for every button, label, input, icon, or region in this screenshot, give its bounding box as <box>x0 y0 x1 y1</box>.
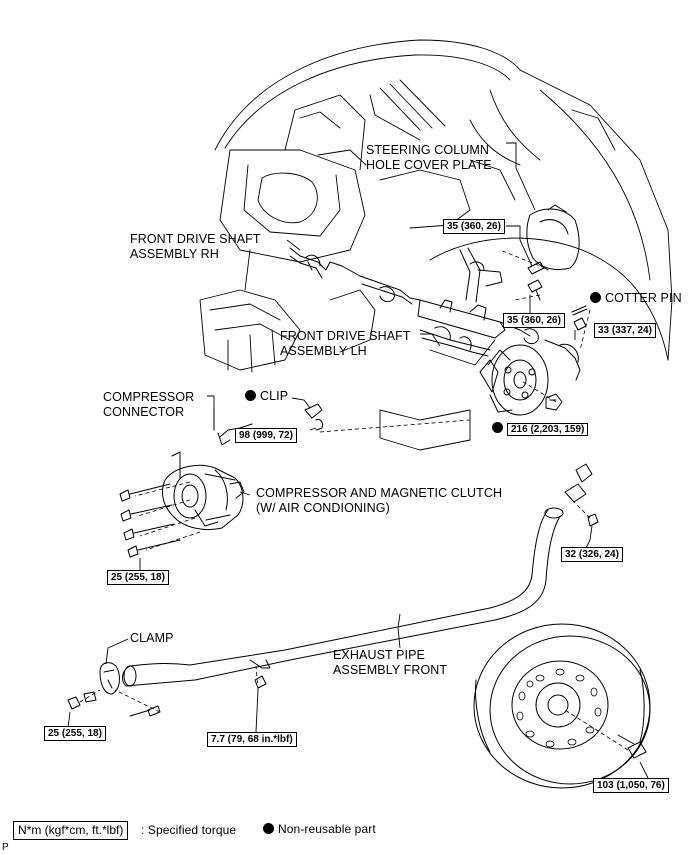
non-reusable-dot-icon <box>492 422 503 433</box>
non-reusable-dot-icon <box>263 823 274 834</box>
clamp-label: CLAMP <box>130 631 174 645</box>
cotter-pin-text: COTTER PIN <box>605 291 682 305</box>
exhaust-pipe-label: EXHAUST PIPE ASSEMBLY FRONT <box>333 648 447 678</box>
torque-tie-rod-nut: 33 (337, 24) <box>594 323 656 338</box>
compressor-connector-label-line2: CONNECTOR <box>103 405 185 419</box>
steering-cover-label: STEERING COLUMN HOLE COVER PLATE <box>366 143 492 173</box>
drive-shaft-lh-drawing <box>419 326 491 357</box>
legend-torque-box: N*m (kgf*cm, ft.*lbf) <box>13 821 129 840</box>
legend-torque-text: : Specified torque <box>141 823 237 837</box>
torque-exhaust-support: 7.7 (79, 68 in.*lbf) <box>207 732 297 747</box>
torque-clamp-bolt: 25 (255, 18) <box>44 726 106 741</box>
dashed-assembly-lines <box>79 249 629 751</box>
non-reusable-dot-icon <box>590 292 601 303</box>
legend-nonreusable: Non-reusable part <box>263 822 376 837</box>
torque-hub-nut-group: 216 (2,203, 159) <box>492 422 589 436</box>
exhaust-pipe-label-line2: ASSEMBLY FRONT <box>333 663 448 677</box>
compressor-connector-label-line1: COMPRESSOR <box>103 390 195 404</box>
ball-joint-nut-drawing <box>545 393 563 411</box>
torque-connector-bolt: 98 (999, 72) <box>235 428 297 443</box>
drive-shaft-lh-label-line1: FRONT DRIVE SHAFT <box>280 329 411 343</box>
exhaust-gasket-drawing <box>564 463 599 527</box>
wheel-tire-drawing <box>473 623 651 789</box>
drive-shaft-rh-drawing <box>289 247 421 305</box>
drive-shaft-lh-label: FRONT DRIVE SHAFT ASSEMBLY LH <box>280 329 411 359</box>
compressor-connector-label: COMPRESSOR CONNECTOR <box>103 390 194 420</box>
compressor-clutch-label-line2: (W/ AIR CONDIONING) <box>256 501 390 515</box>
steering-cover-plate-drawing <box>526 204 580 271</box>
compressor-clutch-label: COMPRESSOR AND MAGNETIC CLUTCH (W/ AIR C… <box>256 486 502 516</box>
clip-label: CLIP <box>245 389 288 404</box>
steering-cover-label-line1: STEERING COLUMN <box>366 143 490 157</box>
torque-hub-bolt: 103 (1,050, 76) <box>593 778 669 793</box>
steering-cover-label-line2: HOLE COVER PLATE <box>366 158 492 172</box>
non-reusable-dot-icon <box>245 390 256 401</box>
cotter-pin-drawing <box>571 305 588 331</box>
drive-shaft-lh-label-line2: ASSEMBLY LH <box>280 344 367 358</box>
clip-text: CLIP <box>260 389 289 403</box>
compressor-drawing <box>162 451 245 531</box>
hub-knuckle-drawing <box>479 344 549 416</box>
torque-exhaust-flange-bolt: 32 (326, 24) <box>561 547 623 562</box>
legend-nonreusable-text: Non-reusable part <box>278 822 376 836</box>
engine-compartment-drawing <box>199 39 673 451</box>
compressor-bolts-drawing <box>119 483 181 558</box>
torque-steering-bolt-upper: 35 (360, 26) <box>443 219 505 234</box>
drive-shaft-rh-label: FRONT DRIVE SHAFT ASSEMBLY RH <box>130 232 261 262</box>
exhaust-pipe-label-line1: EXHAUST PIPE <box>333 648 425 662</box>
compressor-connector-drawing <box>213 407 253 446</box>
hub-bolt-drawing <box>617 734 647 759</box>
drive-shaft-rh-label-line1: FRONT DRIVE SHAFT <box>130 232 261 246</box>
torque-hub-nut: 216 (2,203, 159) <box>507 423 589 436</box>
torque-steering-bolt-lower: 35 (360, 26) <box>503 313 565 328</box>
drive-shaft-rh-label-line2: ASSEMBLY RH <box>130 247 219 261</box>
clip-drawing <box>304 403 323 431</box>
steering-rack-drawing <box>417 247 581 381</box>
cotter-pin-label: COTTER PIN <box>590 291 682 306</box>
clamp-fasteners-drawing <box>67 675 267 717</box>
corner-mark: P <box>2 842 9 853</box>
torque-compressor-bolts: 25 (255, 18) <box>107 570 169 585</box>
clamp-drawing <box>99 662 120 695</box>
exhaust-pipe-drawing <box>122 507 564 687</box>
compressor-clutch-label-line1: COMPRESSOR AND MAGNETIC CLUTCH <box>256 486 503 500</box>
